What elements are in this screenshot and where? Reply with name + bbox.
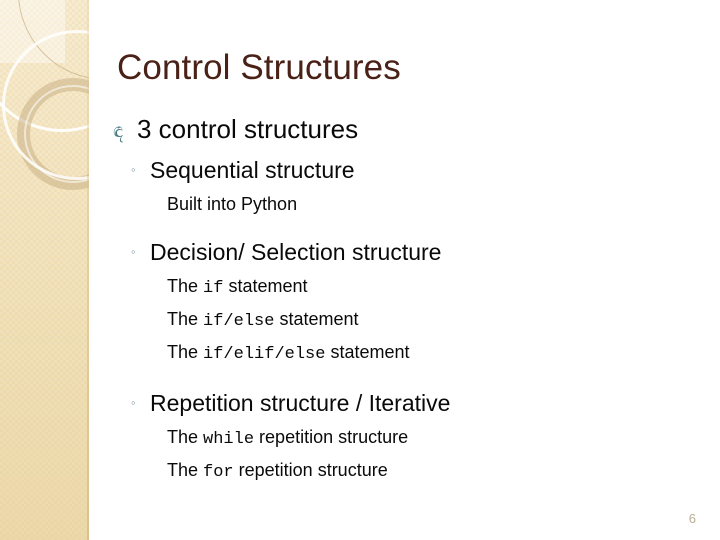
- bullet-text-pre: The: [167, 427, 203, 447]
- bullet-text: The if/else statement: [167, 306, 359, 335]
- bullet-text: Decision/ Selection structure: [150, 237, 441, 267]
- code-token: if/elif/else: [203, 345, 325, 364]
- code-token: if: [203, 279, 223, 298]
- bullet-text-pre: The: [167, 276, 203, 296]
- floral-ornament-icon: ඲: [151, 462, 167, 479]
- bullet-3-control-structures: ඳ 3 control structures: [89, 113, 720, 146]
- bullet-if-elif-else-statement: ඲ The if/elif/else statement: [89, 339, 720, 368]
- leaf-ornament-icon: ඳ: [113, 120, 137, 143]
- code-token: if/else: [203, 312, 274, 331]
- spacer: [89, 368, 720, 379]
- page-number: 6: [689, 511, 696, 526]
- bullet-repetition-structure-iterative: ◦ Repetition structure / Iterative: [89, 388, 720, 418]
- hollow-circle-icon: ◦: [131, 244, 150, 259]
- bullet-list: ඳ 3 control structures ◦ Sequential stru…: [89, 113, 720, 486]
- floral-ornament-icon: ඲: [151, 429, 167, 446]
- page-title: Control Structures: [117, 48, 401, 88]
- bullet-text: The if/elif/else statement: [167, 339, 410, 368]
- bullet-text: 3 control structures: [137, 113, 358, 146]
- bullet-text-post: repetition structure: [254, 427, 408, 447]
- bullet-text-post: statement: [223, 276, 307, 296]
- bullet-text: The for repetition structure: [167, 457, 388, 486]
- bullet-text-pre: The: [167, 309, 203, 329]
- floral-ornament-icon: ඲: [151, 311, 167, 328]
- code-token: for: [203, 463, 234, 482]
- bullet-text: The while repetition structure: [167, 424, 408, 453]
- floral-ornament-icon: ඲: [151, 196, 167, 213]
- code-token: while: [203, 430, 254, 449]
- bullet-text-pre: The: [167, 342, 203, 362]
- bullet-sequential-structure: ◦ Sequential structure: [89, 155, 720, 185]
- bullet-text: Built into Python: [167, 191, 297, 217]
- bullet-built-into-python: ඲ Built into Python: [89, 191, 720, 217]
- floral-ornament-icon: ඲: [151, 278, 167, 295]
- hollow-circle-icon: ◦: [131, 395, 150, 410]
- bullet-decision-selection-structure: ◦ Decision/ Selection structure: [89, 237, 720, 267]
- spacer: [89, 217, 720, 228]
- bullet-text-post: statement: [274, 309, 358, 329]
- bullet-text: The if statement: [167, 273, 307, 302]
- decorative-sidebar: [0, 0, 89, 540]
- hollow-circle-icon: ◦: [131, 162, 150, 177]
- bullet-text: Sequential structure: [150, 155, 355, 185]
- bullet-text-post: repetition structure: [234, 460, 388, 480]
- slide-content: Control Structures ඳ 3 control structure…: [89, 0, 720, 540]
- bullet-text-post: statement: [325, 342, 409, 362]
- bullet-text-pre: Built into Python: [167, 194, 297, 214]
- bullet-for-repetition-structure: ඲ The for repetition structure: [89, 457, 720, 486]
- bullet-while-repetition-structure: ඲ The while repetition structure: [89, 424, 720, 453]
- bullet-if-else-statement: ඲ The if/else statement: [89, 306, 720, 335]
- bullet-text: Repetition structure / Iterative: [150, 388, 450, 418]
- floral-ornament-icon: ඲: [151, 344, 167, 361]
- bullet-if-statement: ඲ The if statement: [89, 273, 720, 302]
- bullet-text-pre: The: [167, 460, 203, 480]
